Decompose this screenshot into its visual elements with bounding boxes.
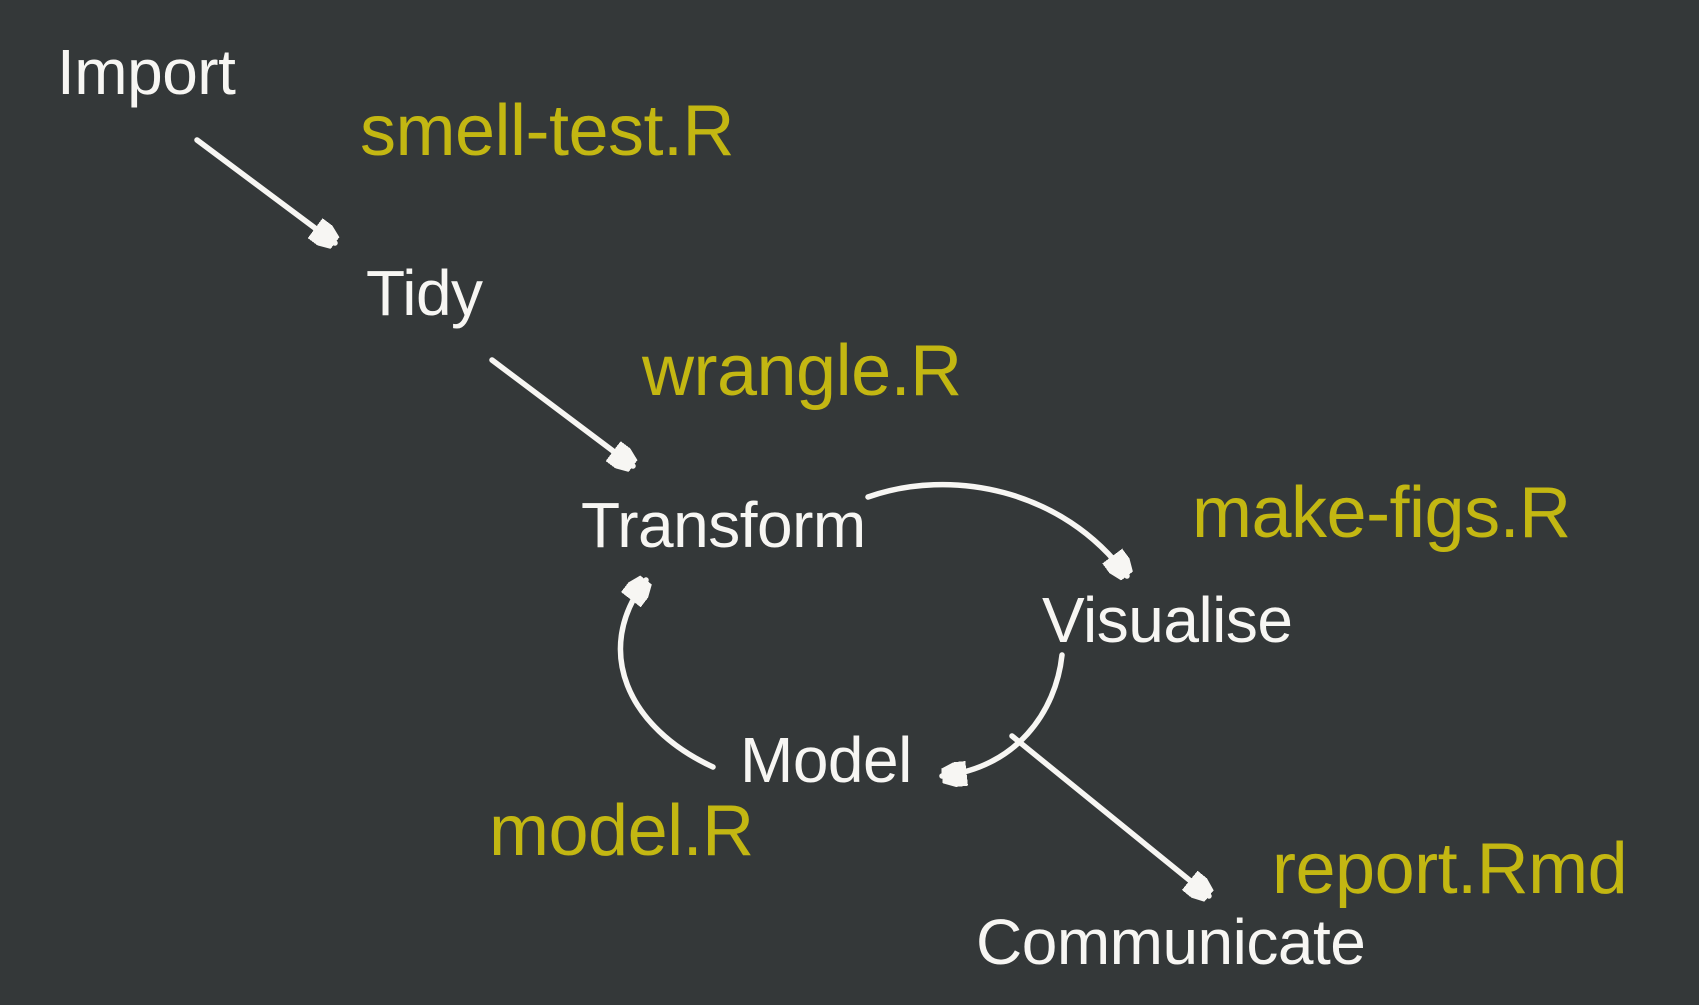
script-report: report.Rmd	[1272, 829, 1628, 909]
script-wrangle: wrangle.R	[642, 331, 962, 411]
arrow-import-to-tidy	[194, 137, 335, 243]
arrow-visualise-to-model	[939, 652, 1065, 776]
arrow-transform-to-visualise	[865, 481, 1127, 576]
arrow-tidy-to-transform	[489, 357, 633, 466]
stage-visualise: Visualise	[1042, 584, 1293, 656]
stage-model: Model	[740, 724, 912, 796]
script-make-figs: make-figs.R	[1192, 473, 1571, 553]
stage-transform: Transform	[581, 489, 866, 561]
stage-communicate: Communicate	[976, 906, 1366, 978]
arrow-model-to-transform	[617, 580, 716, 770]
script-model: model.R	[489, 791, 754, 871]
stage-import: Import	[57, 36, 236, 108]
stage-tidy: Tidy	[366, 257, 483, 329]
arrow-cycle-to-communicate	[1009, 733, 1209, 896]
script-smell-test: smell-test.R	[360, 91, 735, 171]
